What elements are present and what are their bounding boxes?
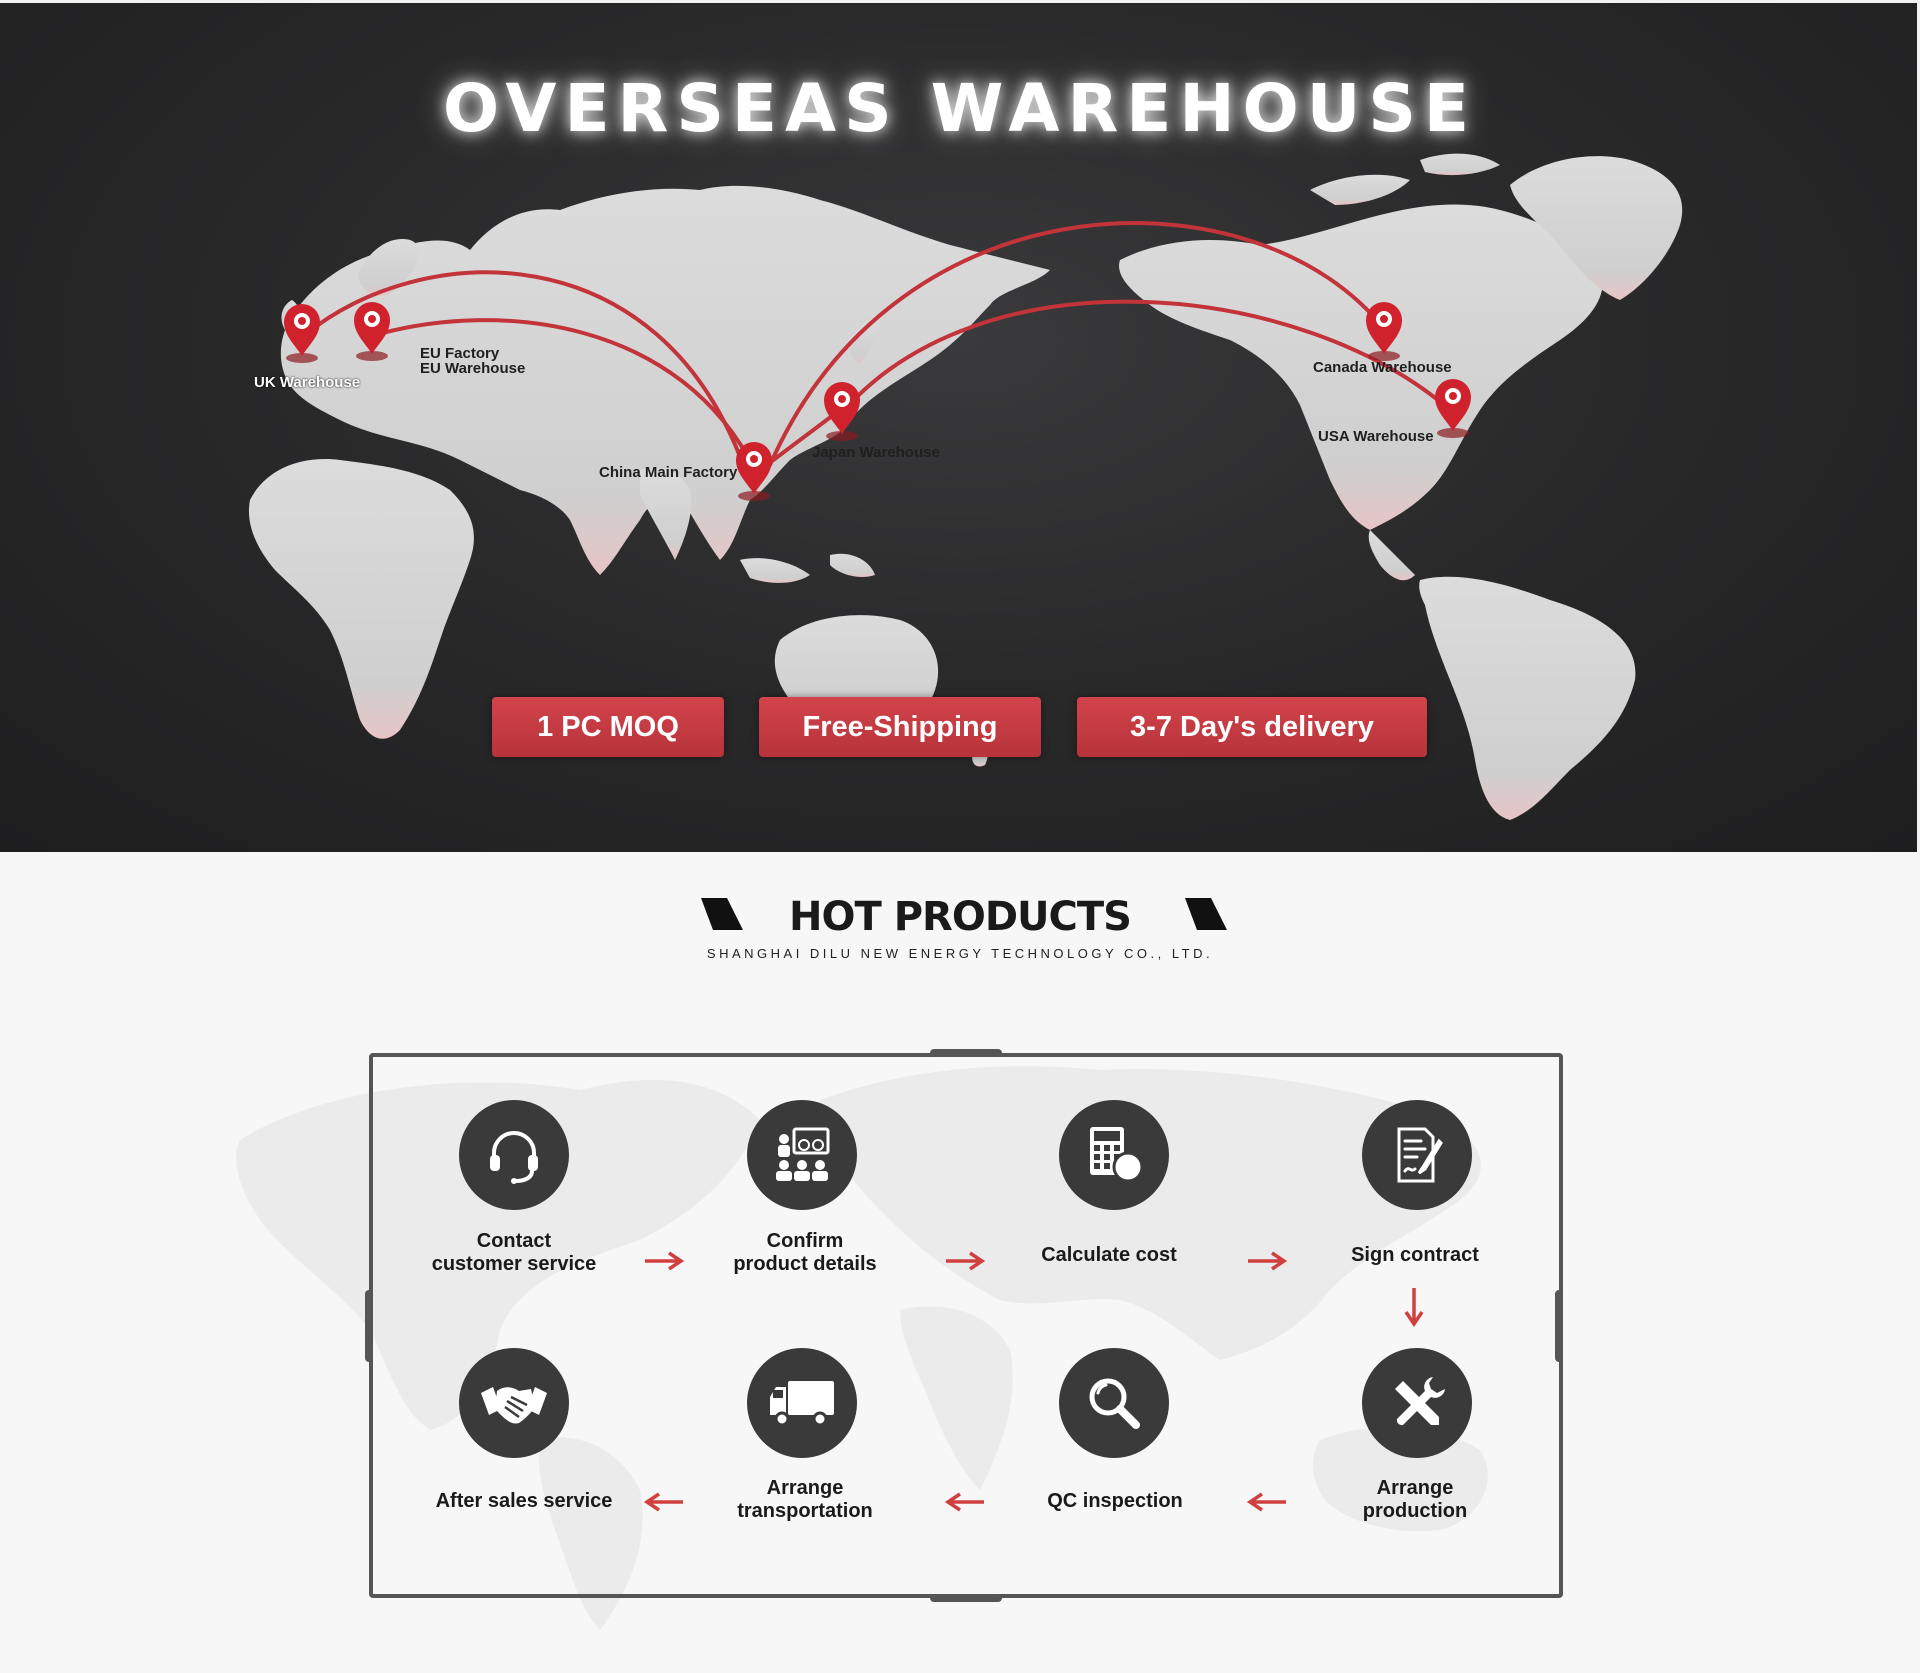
presentation-icon[interactable] <box>747 1100 857 1210</box>
truck-icon[interactable] <box>747 1348 857 1458</box>
frame-bottom-tab <box>930 1594 1002 1602</box>
company-subtitle: SHANGHAI DILU NEW ENERGY TECHNOLOGY CO.,… <box>706 946 1214 961</box>
delivery-button[interactable]: 3-7 Day's delivery <box>1077 697 1427 757</box>
hot-products-header: HOT PRODUCTS SHANGHAI DILU NEW ENERGY TE… <box>0 852 1920 1002</box>
step-production-line1: Arrange <box>1376 1477 1454 1499</box>
background-world-map <box>236 1066 1488 1630</box>
frame-right-tab <box>1555 1290 1563 1362</box>
free-shipping-button[interactable]: Free-Shipping <box>759 697 1041 757</box>
step-contact-line2: customer service <box>431 1253 597 1275</box>
right-slash-decoration <box>1185 898 1227 930</box>
contract-icon[interactable] <box>1362 1100 1472 1210</box>
step-contact-line1: Contact <box>476 1230 552 1252</box>
banner-right-border <box>1917 0 1920 852</box>
arrow-left-icon <box>643 1492 683 1512</box>
left-slash-decoration <box>701 898 743 930</box>
arrow-right-icon <box>946 1251 986 1271</box>
japan-warehouse-label: Japan Warehouse <box>812 444 940 461</box>
step-confirm-label: Confirm product details <box>675 1230 935 1276</box>
step-sign-line1: Sign contract <box>1351 1244 1479 1266</box>
arrow-right-icon <box>645 1251 685 1271</box>
step-after-sales-line1: After sales service <box>435 1490 613 1512</box>
step-qc-line1: QC inspection <box>1047 1490 1183 1512</box>
banner-top-border <box>0 0 1920 3</box>
china-factory-label: China Main Factory <box>599 464 738 481</box>
handshake-icon[interactable] <box>459 1348 569 1458</box>
step-confirm-line2: product details <box>733 1253 877 1275</box>
canada-warehouse-label: Canada Warehouse <box>1313 359 1452 376</box>
arrow-right-icon <box>1248 1251 1288 1271</box>
uk-warehouse-label: UK Warehouse <box>254 374 361 391</box>
step-transport-line1: Arrange <box>766 1477 844 1499</box>
step-transport-label: Arrange transportation <box>675 1477 935 1523</box>
frame-top-tab <box>930 1049 1002 1057</box>
step-contact-label: Contact customer service <box>384 1230 644 1276</box>
hot-products-title: HOT PRODUCTS <box>789 894 1132 940</box>
step-qc-label: QC inspection <box>985 1490 1245 1513</box>
world-map <box>248 153 1683 820</box>
calculator-icon[interactable] <box>1059 1100 1169 1210</box>
step-confirm-line1: Confirm <box>766 1230 844 1252</box>
arrow-left-icon <box>944 1492 984 1512</box>
headset-icon[interactable] <box>459 1100 569 1210</box>
step-calculate-line1: Calculate cost <box>1041 1244 1177 1266</box>
usa-warehouse-label: USA Warehouse <box>1318 428 1434 445</box>
arrow-down-icon <box>1404 1288 1424 1328</box>
eu-factory-label: EU Factory <box>420 345 500 362</box>
step-production-label: Arrange production <box>1285 1477 1545 1523</box>
moq-button[interactable]: 1 PC MOQ <box>492 697 724 757</box>
eu-warehouse-label: EU Warehouse <box>420 360 526 377</box>
step-transport-line2: transportation <box>737 1500 873 1522</box>
step-calculate-label: Calculate cost <box>979 1244 1239 1267</box>
step-production-line2: production <box>1362 1500 1468 1522</box>
frame-left-tab <box>365 1290 373 1362</box>
step-sign-label: Sign contract <box>1285 1244 1545 1267</box>
banner-title: OVERSEAS WAREHOUSE <box>443 70 1477 147</box>
magnifier-icon[interactable] <box>1059 1348 1169 1458</box>
arrow-left-icon <box>1246 1492 1286 1512</box>
overseas-warehouse-banner: OVERSEAS WAREHOUSE UK Warehouse EU Facto… <box>0 0 1920 852</box>
tools-icon[interactable] <box>1362 1348 1472 1458</box>
step-after-sales-label: After sales service <box>394 1490 654 1513</box>
